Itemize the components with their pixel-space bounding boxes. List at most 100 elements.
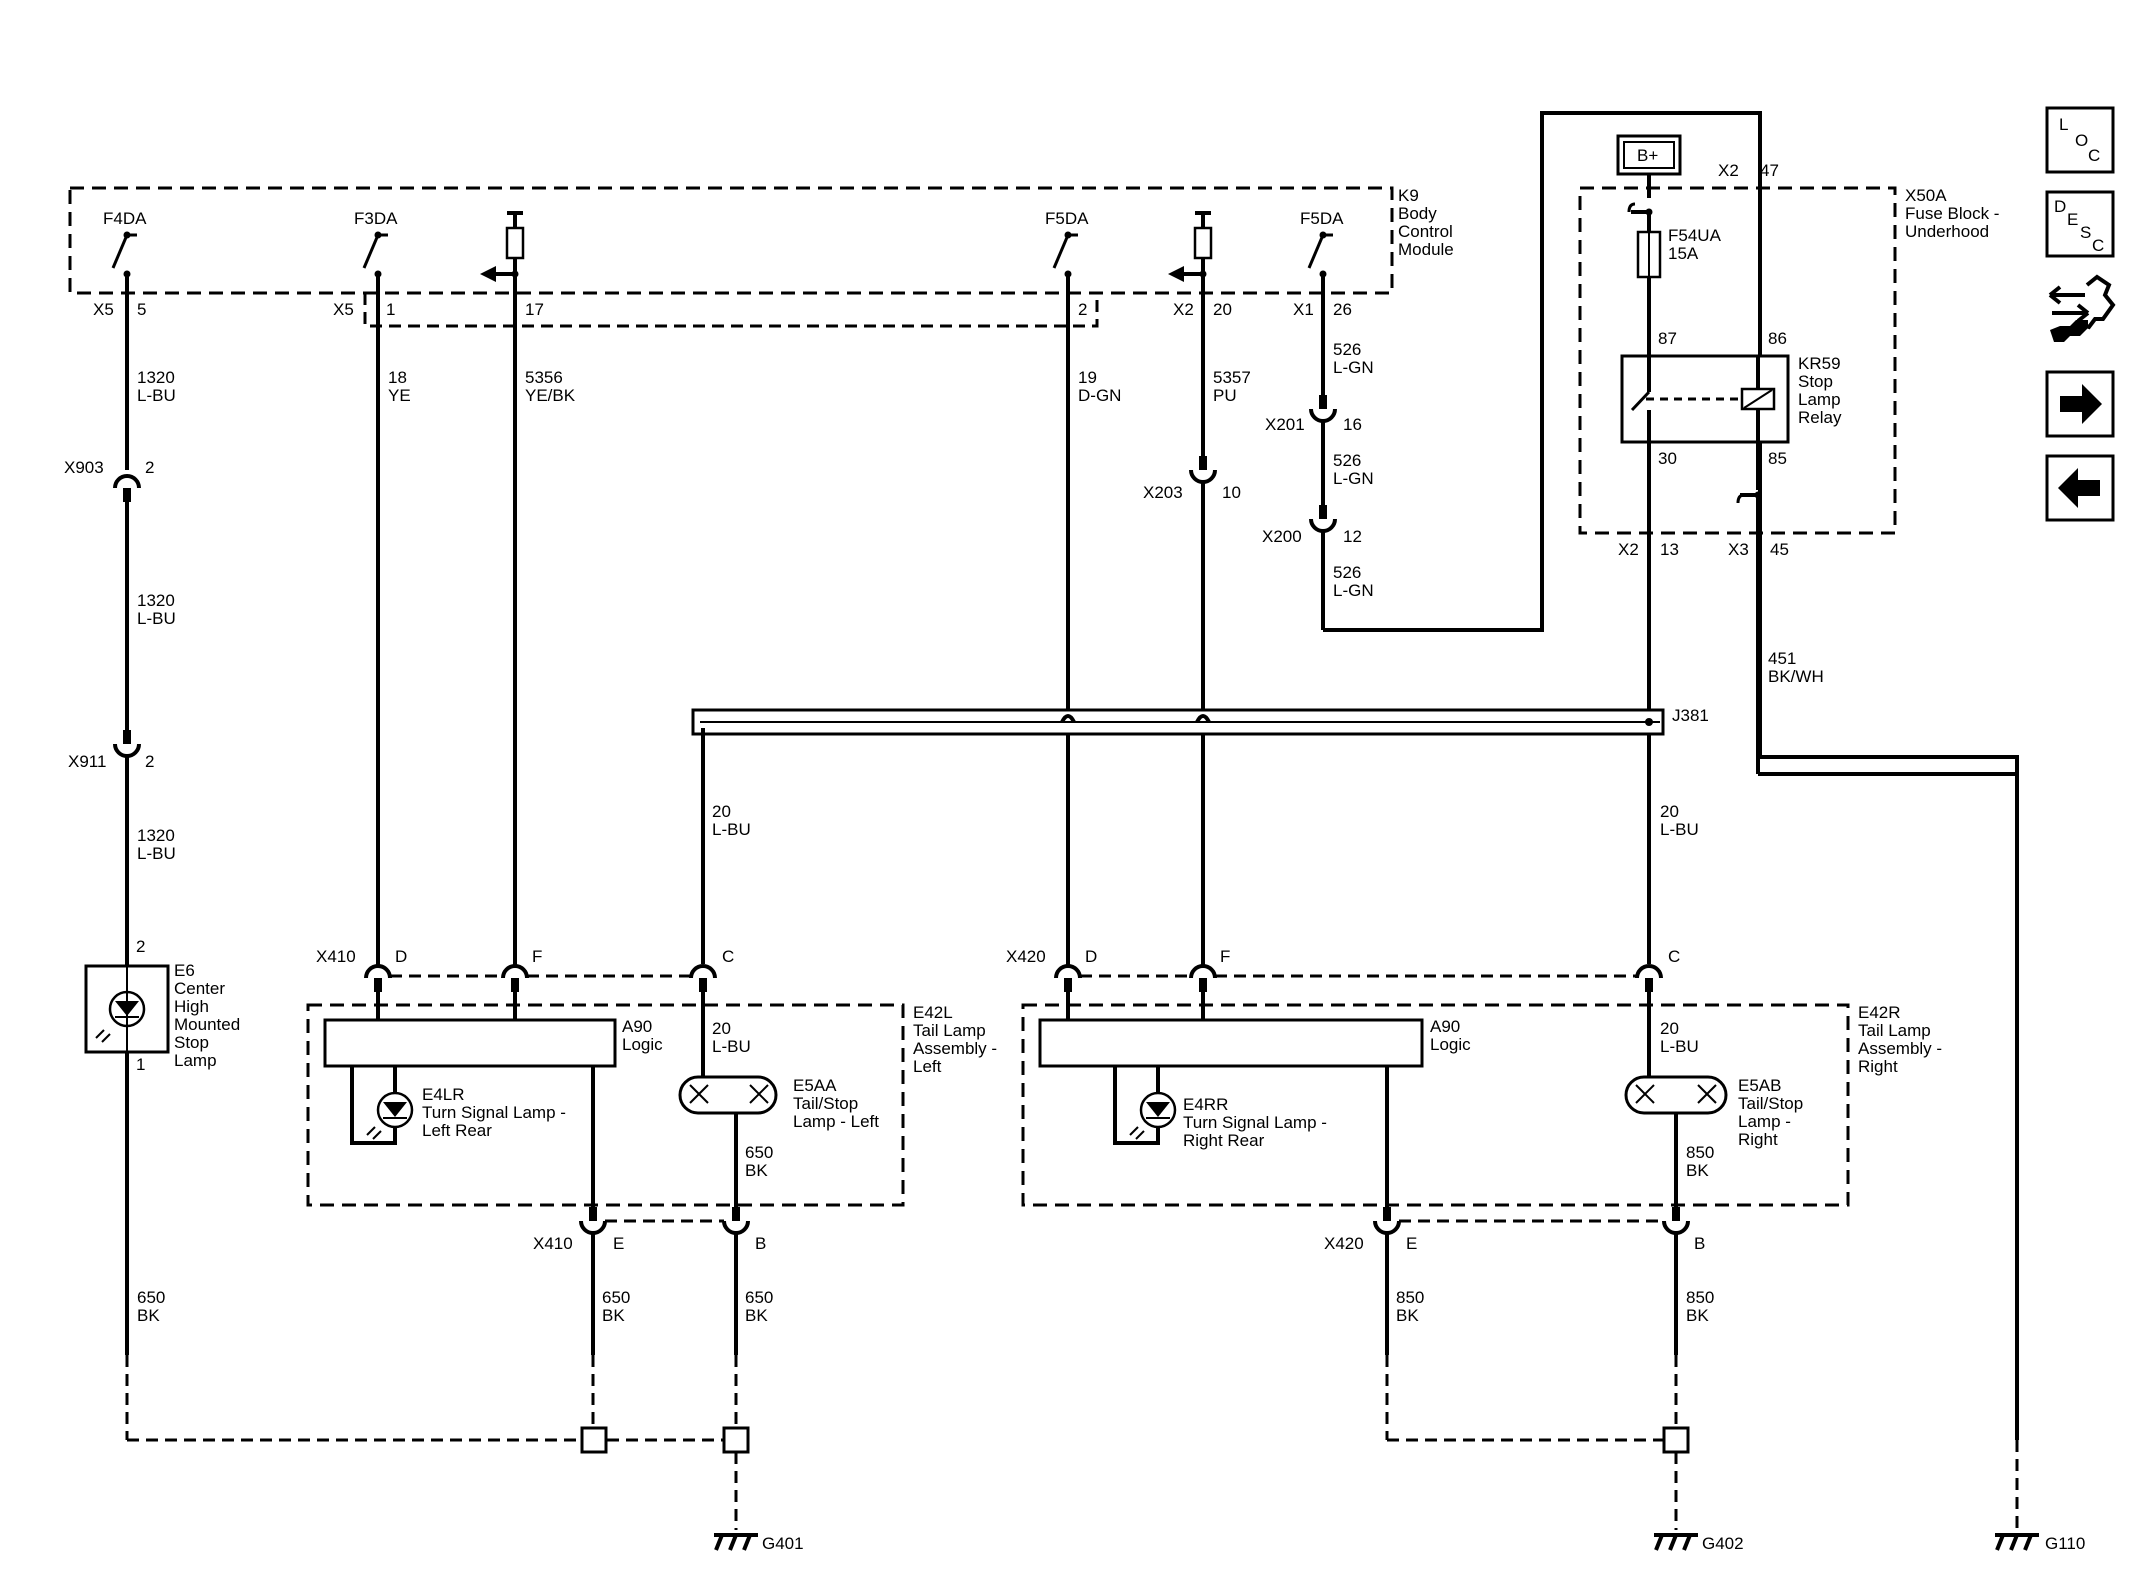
wire-850-a-num: 850 [1686,1143,1714,1162]
x2-13-pin: 13 [1660,540,1679,559]
x420-pin-e: E [1406,1234,1417,1253]
relay-pin-30: 30 [1658,449,1677,468]
x201-label: X201 [1265,415,1305,434]
x420-pin-f-icon [1189,964,1217,979]
e5aa-label-3: Lamp - Left [793,1112,879,1131]
wire-526-b-num: 526 [1333,451,1361,470]
x410-pin-f-icon [501,964,529,979]
wire-20-b-num: 20 [712,1019,731,1038]
e5ab-label-4: Right [1738,1130,1778,1149]
description-button[interactable]: D E S C [2045,190,2115,258]
x2-47-conn: X2 [1718,161,1739,180]
ground-g402-icon [1654,1533,1698,1551]
loc-letter-l: L [2059,115,2068,134]
x2-47-pin: 47 [1760,161,1779,180]
x203-label: X203 [1143,483,1183,502]
wire-5357-num: 5357 [1213,368,1251,387]
x50a-fuse-block-box [1578,186,1897,535]
wire-20-a-color: L-BU [712,820,751,839]
desc-letter-c: C [2092,236,2104,255]
wire-526-a-color: L-GN [1333,358,1374,377]
wire-650-b-color: BK [745,1161,768,1180]
f4da-label: F4DA [103,209,147,228]
e4rr-label-3: Right Rear [1183,1131,1265,1150]
e42l-tail-lamp-box [306,1003,905,1207]
wire-850-b-color: BK [1396,1306,1419,1325]
k9-input-17-resistor-icon [480,211,525,293]
a90-left-label-1: A90 [622,1017,652,1036]
k9-label-2: Control [1398,222,1453,241]
ground-block-left-a [580,1426,608,1454]
k9-label-1: Body [1398,204,1437,223]
x50a-label-2: Underhood [1905,222,1989,241]
ground-g110-icon [1995,1533,2039,1551]
x200-connector-icon [1309,518,1337,533]
wire-650-d-num: 650 [745,1288,773,1307]
relay-label-3: Lamp [1798,390,1841,409]
k9-output-f3da [362,231,388,293]
x903-label: X903 [64,458,104,477]
ground-g401-icon [714,1533,758,1551]
x50a-label-1: Fuse Block - [1905,204,1999,223]
wire-650-c-color: BK [602,1306,625,1325]
connector-wrench-icon[interactable] [2048,274,2116,342]
f5da-b-conn: X1 [1293,300,1314,319]
relay-label-4: Relay [1798,408,1842,427]
e42r-label-1: Tail Lamp [1858,1021,1931,1040]
e6-label-3: High [174,997,209,1016]
x410-bottom-label: X410 [533,1234,573,1253]
f3da-label: F3DA [354,209,398,228]
e6-label-4: Mounted [174,1015,240,1034]
x420-top-label: X420 [1006,947,1046,966]
x410-pin-d-icon [364,964,392,979]
ground-g110-label: G110 [2045,1534,2085,1553]
e6-label-5: Stop [174,1033,209,1052]
next-page-button[interactable] [2045,370,2115,438]
f5da-a-label: F5DA [1045,209,1089,228]
relay-pin-87: 87 [1658,329,1677,348]
a90-logic-right [1038,1018,1424,1068]
x420-pin-d-icon [1054,964,1082,979]
k9-id: K9 [1398,186,1419,205]
k9-module-box [68,186,1394,295]
x410-pin-f: F [532,947,542,966]
e42r-tail-lamp-box [1021,1003,1850,1207]
location-button[interactable]: L O C [2045,106,2115,174]
wire-850-b-num: 850 [1396,1288,1424,1307]
x420-pin-b-icon [1662,1220,1690,1235]
e6-pin-bottom: 1 [136,1055,145,1074]
e5aa-label-1: E5AA [793,1076,837,1095]
e6-label-1: E6 [174,961,195,980]
e5ab-label-3: Lamp - [1738,1112,1791,1131]
a90-right-label-1: A90 [1430,1017,1460,1036]
f3da-pin: 1 [386,300,395,319]
wire-850-a-color: BK [1686,1161,1709,1180]
wire-20-b-color: L-BU [712,1037,751,1056]
x410-pin-c: C [722,947,734,966]
k9-output-f4da [111,231,137,293]
battery-b-plus-icon [1616,134,1682,176]
f4da-conn: X5 [93,300,114,319]
previous-page-button[interactable] [2045,454,2115,522]
wire-relay-loop [1323,111,2019,1440]
wire-20-d-color: L-BU [1660,1037,1699,1056]
wire-526-a-num: 526 [1333,340,1361,359]
splice-j381-label: J381 [1672,706,1709,725]
f5da-a-pin: 2 [1078,300,1087,319]
relay-label-1: KR59 [1798,354,1841,373]
wire-1320-b-color: L-BU [137,609,176,628]
arrow-left-icon [2058,468,2100,508]
wire-18-color: YE [388,386,411,405]
x203-connector-icon [1189,469,1217,484]
x911-connector-icon [113,743,141,758]
e6-lamp-icon [84,964,170,1054]
desc-letter-d: D [2054,197,2066,216]
e6-label-2: Center [174,979,225,998]
x50a-id: X50A [1905,186,1947,205]
e6-label-6: Lamp [174,1051,217,1070]
relay-pin-85: 85 [1768,449,1787,468]
wire-650-a-num: 650 [137,1288,165,1307]
e42r-label-2: Assembly - [1858,1039,1942,1058]
wire-650-d-color: BK [745,1306,768,1325]
wire-5356-num: 5356 [525,368,563,387]
